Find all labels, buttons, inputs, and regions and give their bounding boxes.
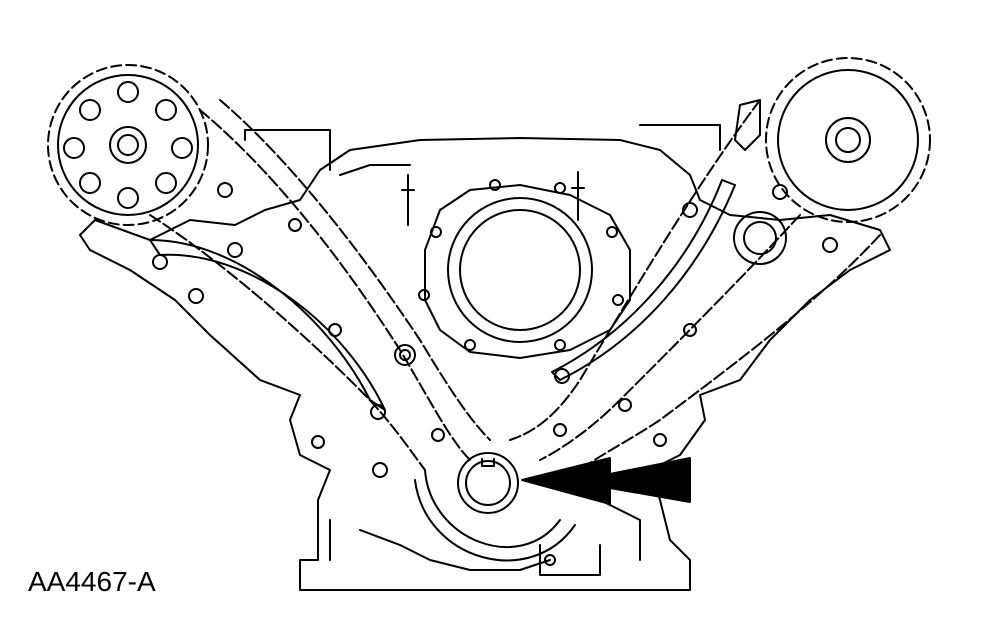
right-cam-sprocket xyxy=(766,58,930,222)
left-timing-chain xyxy=(150,100,490,470)
indicator-arrow xyxy=(522,458,690,504)
left-side-bolts xyxy=(218,183,415,477)
figure-id-label: AA4467-A xyxy=(28,566,156,597)
right-idler-pulley xyxy=(734,212,786,264)
engine-block-outline xyxy=(80,125,890,590)
crankshaft-sprocket xyxy=(415,429,575,560)
center-housing xyxy=(402,172,630,358)
lower-housing xyxy=(330,500,640,575)
left-cam-sprocket xyxy=(48,65,208,225)
right-timing-chain xyxy=(510,100,880,470)
right-chain-guide xyxy=(552,100,760,383)
right-side-bolts xyxy=(554,185,837,446)
left-chain-guide xyxy=(150,240,385,419)
